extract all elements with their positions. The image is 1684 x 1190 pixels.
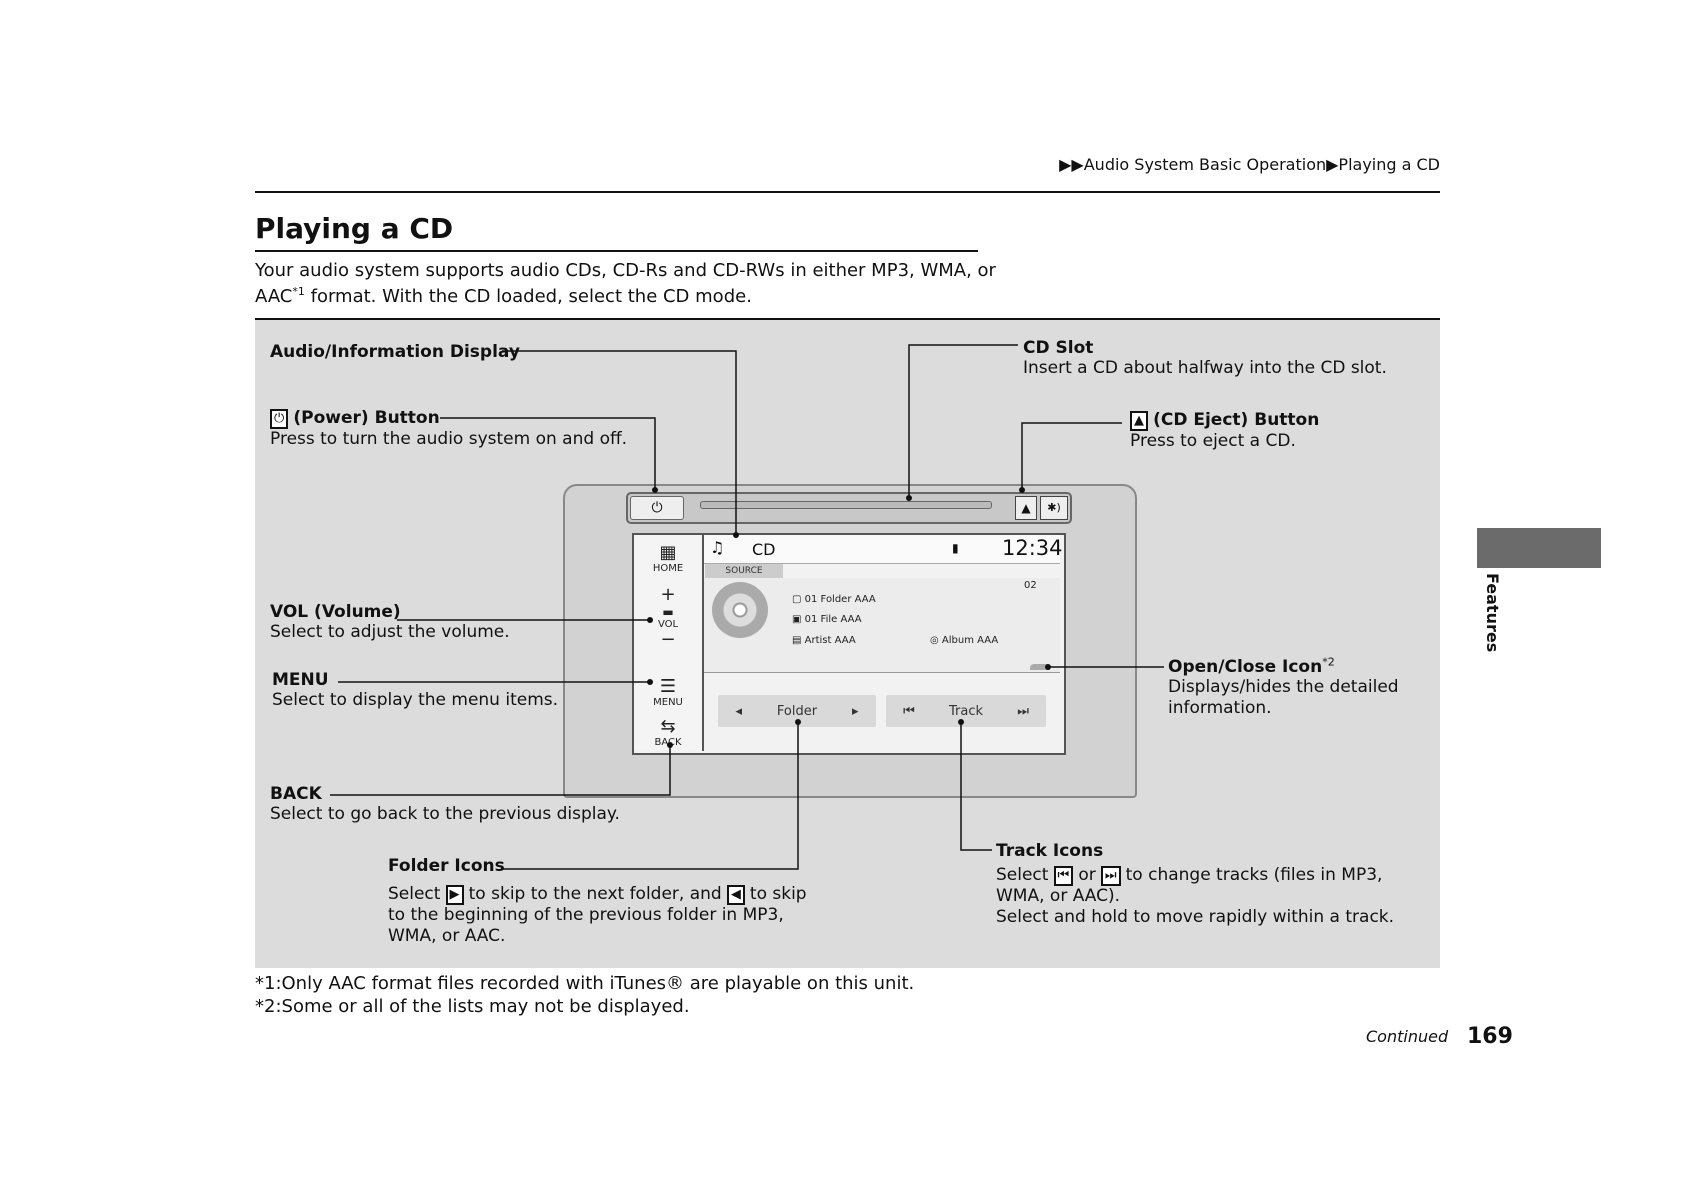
skip-back-button[interactable]: ⏮ [903,703,915,719]
continued-label: Continued [1366,1027,1449,1046]
track-ctrl-label: Track [948,703,984,719]
header-rule [255,191,1440,193]
leader-eject [1021,422,1122,490]
mode-label: CD [752,540,776,559]
back-button[interactable]: ⇆BACK [634,716,702,749]
callout-audio-display: Audio/Information Display [270,342,520,362]
track-number: 02 [1024,580,1037,591]
content-divider [704,672,1060,673]
vol-control[interactable]: +▬VOL− [634,585,702,650]
intro-line-1: Your audio system supports audio CDs, CD… [255,260,996,281]
intro-text: Your audio system supports audio CDs, CD… [255,258,1015,310]
callout-track: Track Icons Select ⏮ or ⏭ to change trac… [996,841,1395,927]
footnotes: *1:Only AAC format files recorded with i… [255,972,914,1018]
open-close-icon[interactable] [1030,664,1050,670]
leader-cd-slot [908,344,1018,498]
section-tab-label: Features [1483,573,1502,653]
power-button[interactable]: ⏻ [630,496,684,520]
title-rule [255,250,978,252]
leader-audio-display [502,350,737,535]
file-row: ▣ 01 File AAA [792,614,862,625]
prev-folder-button[interactable]: ◂ [735,703,742,719]
sound-icon: ✱) [1047,501,1061,514]
breadcrumb: ▶▶Audio System Basic Operation▶Playing a… [1059,155,1440,174]
intro-line-2a: AAC [255,286,293,307]
display-sidebar: ▦HOME +▬VOL− ☰MENU ⇆BACK [634,535,704,751]
minus-icon: − [660,629,676,650]
leader-power [440,417,656,490]
phone-icon: ▮ [952,541,959,555]
power-icon: ⏻ [270,408,289,429]
display-topbar: ♫ CD ▮ 12:34 [704,535,1063,564]
home-button[interactable]: ▦HOME [634,542,702,575]
artist-row: ▤ Artist AAA [792,635,856,646]
home-grid-icon: ▦ [659,542,677,563]
back-arrow-icon: ⇆ [660,716,676,737]
intro-line-2b: format. With the CD loaded, select the C… [304,286,752,307]
folder-row: ▢ 01 Folder AAA [792,594,876,605]
footnote-1: *1:Only AAC format files recorded with i… [255,973,915,994]
callout-power: ⏻ (Power) Button Press to turn the audio… [270,408,628,449]
callout-menu: MENU Select to display the menu items. [272,670,559,710]
music-note-icon: ♫ [710,538,725,557]
footnote-2: *2:Some or all of the lists may not be d… [255,996,690,1017]
sound-button[interactable]: ✱) [1040,496,1068,520]
album-row: ◎ Album AAA [930,635,999,646]
power-icon: ⏻ [651,500,663,516]
cd-slot [700,501,992,509]
callout-cd-slot: CD Slot Insert a CD about halfway into t… [1023,338,1387,378]
skip-forward-icon: ⏭ [1100,865,1121,886]
callout-vol: VOL (Volume) Select to adjust the volume… [270,602,510,642]
track-control: ⏮ Track ⏭ [886,695,1046,727]
skip-forward-button[interactable]: ⏭ [1017,703,1029,719]
vol-bar-icon: ▬ [662,605,674,619]
menu-button[interactable]: ☰MENU [634,676,702,709]
folder-ctrl-label: Folder [776,703,818,719]
eject-button[interactable]: ▲ [1015,496,1037,520]
menu-icon: ☰ [659,676,677,697]
page-number: 169 [1467,1024,1513,1049]
leader-back [330,745,671,796]
eject-icon: ▲ [1021,501,1031,515]
clock: 12:34 [1002,536,1063,560]
intro-footnote-mark: *1 [292,285,305,298]
section-tab[interactable] [1477,528,1601,568]
next-folder-icon: ▶ [445,884,464,905]
eject-icon: ▲ [1130,410,1148,431]
cd-disc-icon [712,582,768,638]
callout-folder: Folder Icons Select ▶ to skip to the nex… [388,856,807,946]
source-tab[interactable]: SOURCE [705,564,783,578]
prev-folder-icon: ◀ [726,884,745,905]
leader-track [960,722,992,851]
page-title: Playing a CD [255,212,454,245]
callout-back: BACK Select to go back to the previous d… [270,784,620,824]
callout-eject: ▲ (CD Eject) Button Press to eject a CD. [1130,410,1320,451]
skip-back-icon: ⏮ [1053,865,1074,886]
callout-open-close: Open/Close Icon*2 Displays/hides the det… [1168,655,1399,718]
leader-folder [503,722,799,870]
plus-icon: + [660,584,676,605]
next-folder-button[interactable]: ▸ [851,703,859,719]
